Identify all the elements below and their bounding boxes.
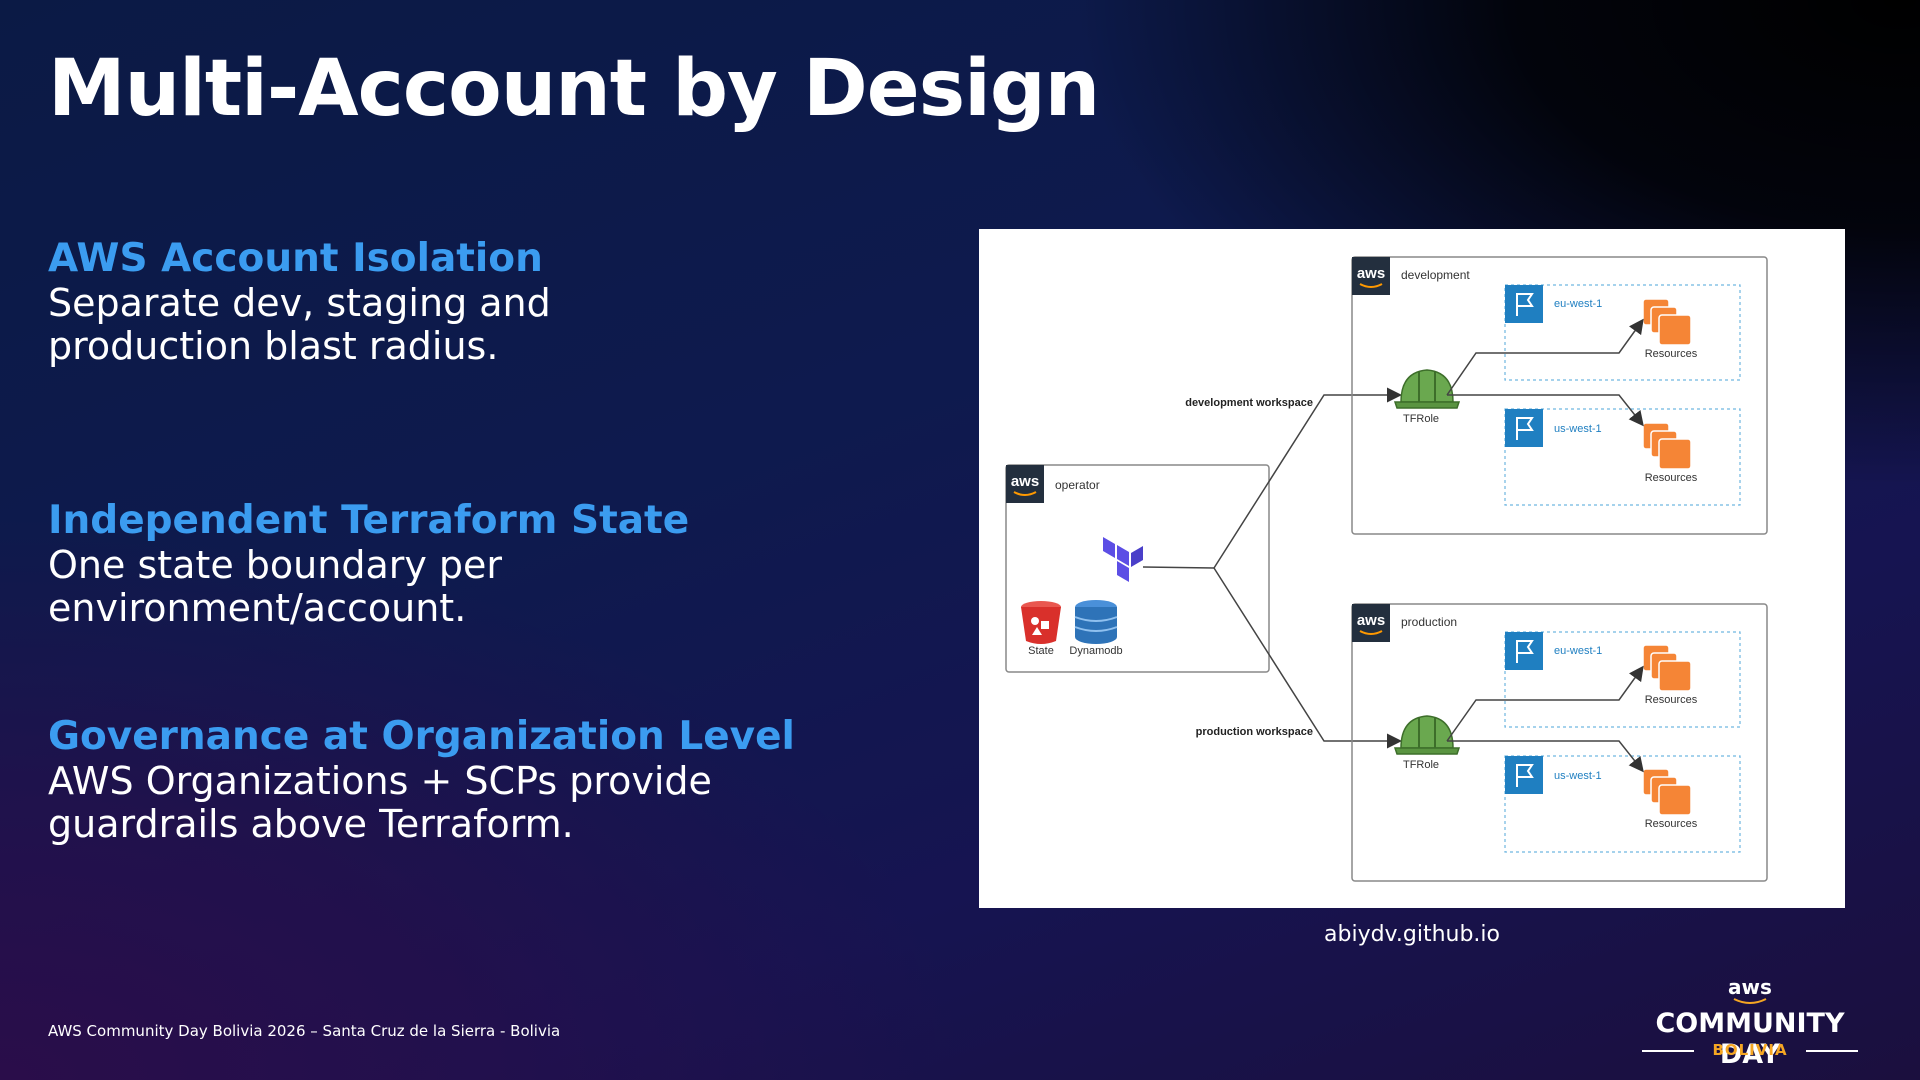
dynamodb-label: Dynamodb	[1069, 645, 1122, 657]
point-governance: Governance at Organization Level AWS Org…	[48, 714, 808, 846]
development-account-box	[1351, 256, 1768, 535]
aws-icon	[1351, 603, 1391, 643]
point-terraform-state: Independent Terraform State One state bo…	[48, 498, 808, 630]
point-body: AWS Organizations + SCPs provide guardra…	[48, 759, 712, 846]
development-workspace-label: development workspace	[1185, 397, 1313, 409]
production-workspace-line	[1213, 567, 1402, 749]
flag-icon	[1504, 755, 1544, 795]
region-label: us-west-1	[1554, 770, 1602, 782]
logo-divider	[1642, 1050, 1694, 1052]
state-label: State	[1028, 645, 1054, 657]
aws-smile-icon	[1733, 998, 1767, 1004]
point-body: One state boundary per environment/accou…	[48, 543, 503, 630]
point-account-isolation: AWS Account Isolation Separate dev, stag…	[48, 236, 808, 368]
region-box	[1504, 284, 1741, 381]
terraform-icon	[1103, 537, 1143, 582]
development-workspace-line	[1213, 387, 1402, 569]
resources-label: Resources	[1645, 694, 1698, 706]
resources-label: Resources	[1645, 348, 1698, 360]
region-box	[1504, 408, 1741, 506]
s3-bucket-icon	[1021, 601, 1061, 644]
aws-icon	[1351, 256, 1391, 296]
region-label: eu-west-1	[1554, 298, 1602, 310]
point-body: Separate dev, staging and production bla…	[48, 281, 551, 368]
helmet-icon	[1394, 369, 1460, 409]
aws-icon	[1005, 464, 1045, 504]
operator-label: operator	[1055, 478, 1100, 492]
resources-icon	[1642, 298, 1692, 346]
point-heading: Independent Terraform State	[48, 498, 690, 543]
resources-icon	[1642, 644, 1692, 692]
community-day-logo: aws COMMUNITY DAY BOLIVIA	[1630, 975, 1870, 1070]
development-label: development	[1401, 268, 1470, 282]
slide-footer: AWS Community Day Bolivia 2026 – Santa C…	[48, 1022, 561, 1040]
production-workspace-label: production workspace	[1196, 726, 1313, 738]
flag-icon	[1504, 408, 1544, 448]
logo-sub-text: BOLIVIA	[1712, 1041, 1788, 1059]
flag-icon	[1504, 631, 1544, 671]
point-heading: Governance at Organization Level	[48, 714, 795, 759]
resources-icon	[1642, 422, 1692, 470]
logo-sub: BOLIVIA	[1630, 1041, 1870, 1059]
slide-title: Multi-Account by Design	[48, 44, 1100, 134]
production-label: production	[1401, 615, 1457, 629]
architecture-diagram: aws operator	[979, 229, 1845, 908]
production-account-box	[1351, 603, 1768, 882]
region-label: us-west-1	[1554, 423, 1602, 435]
tfrole-label: TFRole	[1403, 759, 1439, 771]
logo-main-text: COMMUNITY DAY	[1655, 1008, 1845, 1070]
resources-icon	[1642, 768, 1692, 816]
resources-label: Resources	[1645, 472, 1698, 484]
region-box	[1504, 755, 1741, 853]
resources-label: Resources	[1645, 818, 1698, 830]
region-label: eu-west-1	[1554, 645, 1602, 657]
logo-aws-text: aws	[1728, 975, 1772, 999]
operator-account-box	[1005, 464, 1270, 673]
dynamodb-icon	[1074, 600, 1118, 644]
logo-divider	[1806, 1050, 1858, 1052]
helmet-icon	[1394, 715, 1460, 755]
flag-icon	[1504, 284, 1544, 324]
region-box	[1504, 631, 1741, 728]
tfrole-label: TFRole	[1403, 413, 1439, 425]
diagram-caption: abiydv.github.io	[1324, 922, 1500, 947]
point-heading: AWS Account Isolation	[48, 236, 543, 281]
